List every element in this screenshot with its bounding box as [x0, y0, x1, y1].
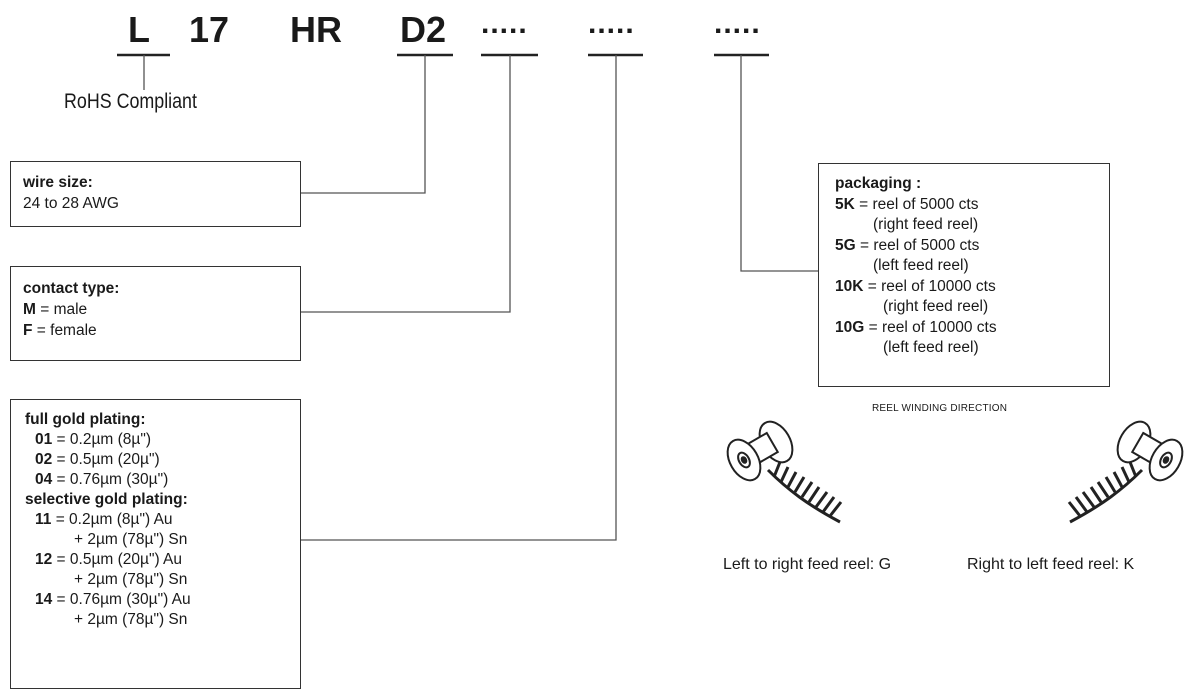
packaging-option-5g: 5G = reel of 5000 cts	[835, 236, 980, 254]
rohs-label: RoHS Compliant	[64, 90, 197, 113]
packaging-option-5g-cont: (left feed reel)	[873, 257, 969, 274]
plating-box: full gold plating: 01 = 0.2µm (8µ") 02 =…	[10, 399, 301, 689]
plating-option-01: 01 = 0.2µm (8µ")	[35, 431, 151, 448]
packaging-option-10k-cont: (right feed reel)	[883, 298, 989, 315]
full-plating-title: full gold plating:	[25, 411, 146, 428]
reel-left-icon	[726, 420, 843, 524]
reel-right-icon	[1067, 420, 1184, 524]
packaging-option-10g-cont: (left feed reel)	[883, 339, 979, 356]
code-part-d2: D2	[400, 9, 447, 50]
code-part-packaging-placeholder: .....	[714, 7, 761, 40]
plating-option-02: 02 = 0.5µm (20µ")	[35, 451, 160, 468]
connector-plating	[300, 55, 617, 541]
connector-contact-type	[300, 55, 511, 313]
wire-size-box: wire size: 24 to 28 AWG	[10, 161, 301, 227]
reel-direction-label: REEL WINDING DIRECTION	[872, 403, 1008, 414]
contact-option-female: F = female	[23, 322, 97, 339]
contact-option-male: M = male	[23, 301, 88, 318]
code-part-contact-placeholder: .....	[481, 7, 528, 40]
connector-packaging	[740, 55, 818, 272]
wire-size-title: wire size:	[23, 174, 93, 191]
connector-lines	[117, 53, 818, 541]
packaging-title: packaging :	[835, 175, 922, 192]
plating-option-11: 11 = 0.2µm (8µ") Au	[35, 511, 173, 528]
plating-option-11-cont: + 2µm (78µ") Sn	[74, 531, 188, 548]
reel-right-caption: Right to left feed reel: K	[967, 556, 1135, 573]
selective-plating-title: selective gold plating:	[25, 491, 188, 508]
packaging-option-5k: 5K = reel of 5000 cts	[835, 195, 979, 213]
code-part-17: 17	[189, 9, 230, 50]
packaging-option-10k: 10K = reel of 10000 cts	[835, 277, 996, 295]
code-part-plating-placeholder: .....	[588, 7, 635, 40]
packaging-option-5k-cont: (right feed reel)	[873, 216, 979, 233]
contact-type-title: contact type:	[23, 280, 120, 297]
code-part-l: L	[128, 9, 150, 50]
plating-option-04: 04 = 0.76µm (30µ")	[35, 471, 169, 488]
plating-option-12: 12 = 0.5µm (20µ") Au	[35, 551, 183, 568]
wire-size-value: 24 to 28 AWG	[23, 195, 119, 212]
packaging-box: packaging : 5K = reel of 5000 cts (right…	[818, 163, 1110, 387]
plating-option-12-cont: + 2µm (78µ") Sn	[74, 571, 188, 588]
packaging-option-10g: 10G = reel of 10000 cts	[835, 318, 997, 336]
contact-type-box: contact type: M = male F = female	[10, 266, 301, 361]
plating-option-14: 14 = 0.76µm (30µ") Au	[35, 591, 191, 608]
reel-left-caption: Left to right feed reel: G	[723, 556, 892, 573]
code-part-hr: HR	[290, 9, 342, 50]
connector-wire-size	[300, 55, 426, 194]
plating-option-14-cont: + 2µm (78µ") Sn	[74, 611, 188, 628]
